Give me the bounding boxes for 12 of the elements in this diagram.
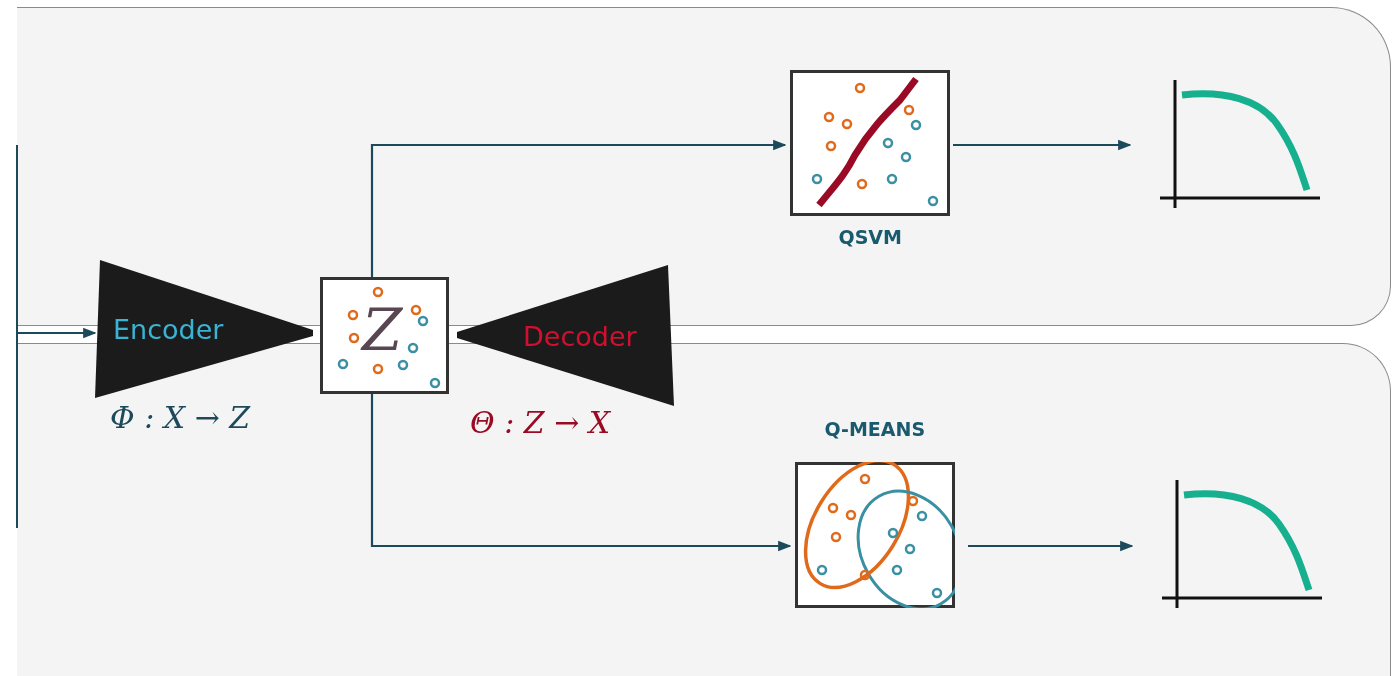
formula: Φ : X → Z [110, 400, 251, 435]
arrow [953, 139, 1132, 151]
formula: Θ : Z → X [470, 405, 611, 440]
plot-title: QSVM [838, 226, 902, 248]
block-label: Decoder [523, 321, 637, 352]
block-label: Encoder [113, 314, 224, 345]
plot-title: Q-MEANS [824, 418, 926, 440]
arrow [17, 327, 97, 339]
latent-symbol: Z [362, 295, 403, 365]
arrow [370, 394, 792, 552]
arrow [370, 139, 787, 277]
arrow [968, 540, 1134, 552]
